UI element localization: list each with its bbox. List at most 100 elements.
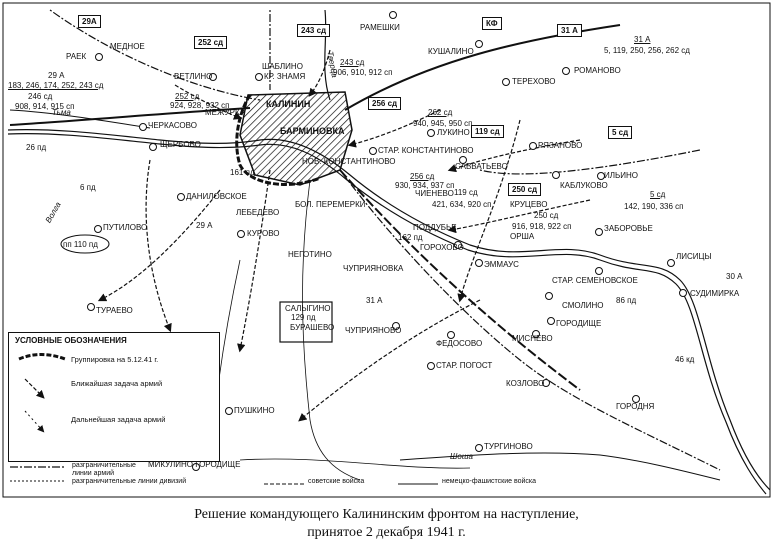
unit-908-regiments: 908, 914, 915 сп (15, 102, 75, 111)
legend-title: УСЛОВНЫЕ ОБОЗНАЧЕНИЯ (15, 336, 127, 345)
unit-421-regiments: 421, 634, 920 сп (432, 200, 492, 209)
flag-31a: 31 А (557, 24, 582, 37)
unit-30a: 30 А (726, 272, 743, 281)
place-terekhovo: ТЕРЕХОВО (512, 77, 556, 86)
settlement-dot (459, 156, 467, 164)
place-chupriyanovka: ЧУПРИЯНОВКА (343, 264, 404, 273)
unit-162pd: 162 пд (398, 233, 423, 242)
place-misnevo: МИСНЕВО (512, 334, 553, 343)
settlement-dot (595, 267, 603, 275)
legend-soviet-symbol (264, 483, 304, 485)
flag-250sd: 250 сд (508, 183, 542, 196)
unit-252sd: 252 сд (175, 92, 200, 101)
tvertsa-river (324, 9, 331, 101)
settlement-dot (547, 317, 555, 325)
unit-86pd: 86 пд (616, 296, 637, 305)
place-gorodishche: ГОРОДИЩЕ (556, 319, 602, 328)
place-shablino: ШАБЛИНО (262, 62, 303, 71)
settlement-dot (177, 193, 185, 201)
unit-5sd: 5 сд (650, 190, 666, 199)
kalinin-city-area (239, 91, 353, 186)
unit-250sd: 250 сд (534, 211, 559, 220)
map-frame (2, 2, 771, 498)
place-negotino: НЕГОТИНО (288, 250, 332, 259)
place-raek: РАЕК (66, 52, 87, 61)
unit-256sd: 256 сд (410, 172, 435, 181)
place-chupriyanovo: ЧУПРИЯНОВО (345, 326, 402, 335)
flag-119sd: 119 сд (471, 125, 504, 138)
settlement-dot (392, 322, 400, 330)
place-gorokhovo: ГОРОХОВО (420, 243, 464, 252)
caption-line-1: Решение командующего Калининским фронтом… (194, 507, 579, 522)
settlement-dot (475, 444, 483, 452)
settlement-dot (552, 171, 560, 179)
tma-river (9, 109, 151, 129)
legend-grouping: Группировка на 5.12.41 г. (71, 355, 159, 364)
place-mikulino-gorodishche: МИКУЛИНО ГОРОДИЩЕ (148, 460, 241, 469)
place-poddubye: ПОДДУБЬЕ (413, 223, 457, 232)
unit-31a-divisions: 5, 119, 250, 256, 262 сд (604, 46, 690, 55)
unit-940-regiments: 940, 945, 950 сп (413, 119, 473, 128)
settlement-dot (454, 241, 462, 249)
unit-119sd: 119 сд (454, 188, 478, 197)
place-pushkino: ПУШКИНО (234, 406, 275, 415)
place-cherkasovo: ЧЕРКАСОВО (148, 121, 197, 130)
place-sudimirka: СУДИМИРКА (690, 289, 740, 298)
settlement-dot (475, 40, 483, 48)
place-lukino: ЛУКИНО (437, 128, 470, 137)
settlement-dot (532, 330, 540, 338)
place-star-semenovskoe: СТАР. СЕМЕНОВСКОЕ (552, 276, 638, 285)
place-danilovskoe: ДАНИЛОВСКОЕ (186, 192, 247, 201)
settlement-dot (595, 228, 603, 236)
place-ryazanovo: РЯЗАНОВО (538, 141, 583, 150)
place-turginovo: ТУРГИНОВО (484, 442, 533, 451)
place-kalinin: КАЛИНИН (266, 99, 311, 109)
flag-kf: КФ (482, 17, 502, 30)
unit-6pd: 6 пд (80, 183, 96, 192)
place-savvatevo: САВВАТЬЕВО (455, 162, 508, 171)
unit-930-regiments: 930, 934, 937 сп (395, 181, 455, 190)
legend-soviet: советские войска (308, 478, 365, 485)
place-kablukovo: КАБЛУКОВО (560, 181, 608, 190)
place-nov-konstantinovo: НОВ. КОНСТАНТИНОВО (302, 157, 396, 166)
place-kr-znamya: КР. ЗНАМЯ (264, 72, 306, 81)
unit-142-regiments: 142, 190, 336 сп (624, 202, 684, 211)
place-krutsevo: КРУЦЕВО (510, 200, 548, 209)
legend-german-symbol (398, 483, 438, 485)
unit-26pd: 26 пд (26, 143, 47, 152)
unit-916-regiments: 916, 918, 922 сп (512, 222, 572, 231)
place-kurovo: КУРОВО (247, 229, 280, 238)
place-ilino: ИЛЬИНО (604, 171, 638, 180)
unit-246sd: 246 сд (28, 92, 53, 101)
settlement-dot (475, 259, 483, 267)
settlement-dot (149, 143, 157, 151)
settlement-dot (209, 73, 217, 81)
place-kozlovo: КОЗЛОВО (506, 379, 545, 388)
place-zaborovye: ЗАБОРОВЬЕ (604, 224, 653, 233)
settlement-dot (427, 362, 435, 370)
settlement-dot (632, 395, 640, 403)
settlement-dot (597, 172, 605, 180)
unit-29a: 29 А (48, 71, 65, 80)
unit-29a-divisions: 183, 246, 174, 252, 243 сд (8, 81, 104, 90)
place-mednoe: МЕДНОЕ (110, 42, 145, 51)
unit-161pd: 161 пд (230, 168, 255, 177)
legend-army-lines: разграничительные линии армий (72, 462, 136, 477)
river-shosha: Шоша (450, 452, 473, 461)
place-vetlino: ВЕТЛИНО (174, 72, 213, 81)
unit-243sd: 243 сд (340, 58, 365, 67)
settlement-dot (679, 289, 687, 297)
place-kushalino: КУШАЛИНО (428, 47, 474, 56)
place-star-konstantinovo: СТАР. КОНСТАНТИНОВО (378, 146, 474, 155)
settlement-dot (667, 259, 675, 267)
place-salygino: САЛЫГИНО (285, 304, 331, 313)
flag-29a: 29А (78, 15, 101, 28)
place-gorodnya: ГОРОДНЯ (616, 402, 655, 411)
legend-box: УСЛОВНЫЕ ОБОЗНАЧЕНИЯ Группировка на 5.12… (8, 332, 220, 462)
unit-924-regiments: 924, 928, 932 сп (170, 101, 230, 110)
unit-110pd: пп 110 пд (63, 240, 98, 249)
settlement-dot (502, 78, 510, 86)
flag-256sd: 256 сд (368, 97, 402, 110)
legend-further-task: Дальнейшая задача армий (71, 415, 166, 424)
army-boundaries (49, 9, 721, 471)
